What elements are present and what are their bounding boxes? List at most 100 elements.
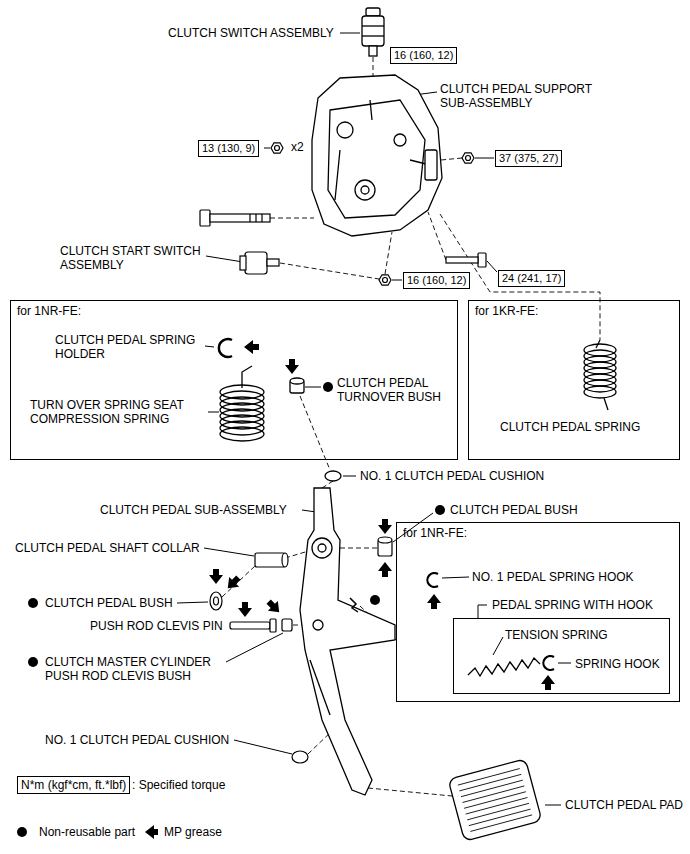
leader-line bbox=[177, 33, 571, 805]
clutch-pedal-figure bbox=[300, 471, 395, 795]
grease-arrow bbox=[285, 359, 299, 374]
non-reusable-mark bbox=[28, 657, 38, 667]
leader-line bbox=[475, 158, 494, 159]
pedal-support-figure bbox=[335, 100, 430, 200]
variant-group-box: for 1KR-FE: bbox=[468, 300, 680, 460]
torque-spec-box: 16 (160, 12) bbox=[403, 272, 470, 289]
grease-arrow bbox=[378, 519, 392, 534]
clutch-switch-figure bbox=[362, 16, 384, 46]
nut-bolt-figure bbox=[379, 275, 391, 285]
leader-line bbox=[177, 602, 208, 603]
pedal-parts-figure bbox=[230, 622, 270, 629]
leader-line bbox=[205, 346, 214, 347]
legend-unit-text: N*m (kgf*cm, ft.*lbf) bbox=[18, 777, 129, 793]
pedal-parts-figure bbox=[270, 619, 276, 632]
grease-arrow bbox=[244, 340, 259, 354]
non-reusable-swatch bbox=[15, 825, 33, 839]
legend-entry: MP grease bbox=[140, 825, 222, 839]
group-heading: for 1NR-FE: bbox=[11, 301, 87, 321]
torque-spec-box: 37 (375, 27) bbox=[495, 150, 562, 167]
non-reusable-mark bbox=[28, 382, 445, 667]
turnover-spring-figure bbox=[220, 427, 264, 441]
pedal-support-figure bbox=[361, 186, 369, 194]
clutch-pedal-figure bbox=[313, 620, 323, 630]
pedal-pad-figure bbox=[448, 759, 542, 842]
pedal-support-figure bbox=[337, 122, 353, 138]
leader-line bbox=[493, 637, 503, 655]
pedal-parts-figure bbox=[292, 751, 308, 763]
part-name: CLUTCH PEDAL SUB-ASSEMBLY bbox=[100, 503, 287, 517]
grease-arrow bbox=[427, 594, 441, 609]
grease-swatch bbox=[140, 825, 158, 839]
grease-arrow bbox=[378, 562, 392, 577]
grease-swatch bbox=[145, 825, 158, 839]
torque-spec-box: 13 (130, 9) bbox=[198, 140, 259, 157]
pedal-support-figure bbox=[312, 75, 442, 236]
legend-caption: : Specified torque bbox=[132, 778, 225, 792]
clutch-switch-figure bbox=[362, 35, 384, 36]
clutch-pedal-figure bbox=[325, 471, 341, 481]
part-name: CLUTCH PEDAL BUSH bbox=[450, 503, 578, 517]
clutch-switch-figure bbox=[362, 8, 384, 56]
assembly-dashed-line bbox=[428, 212, 446, 260]
part-name: NO. 1 CLUTCH PEDAL CUSHION bbox=[360, 469, 544, 483]
nut-bolt-figure bbox=[210, 214, 270, 222]
variant-group-box: for 1NR-FE: PEDAL SPRING WITH HOOK bbox=[396, 522, 680, 702]
clutch-pedal-figure bbox=[310, 660, 330, 715]
non-reusable-mark bbox=[28, 598, 38, 608]
group-heading: for 1KR-FE: bbox=[469, 301, 544, 321]
clutch-pedal-figure bbox=[312, 538, 332, 558]
group-heading: PEDAL SPRING WITH HOOK bbox=[490, 598, 655, 612]
grease-arrow bbox=[541, 675, 555, 690]
turnover-spring-figure bbox=[219, 339, 304, 441]
part-name: CLUTCH PEDAL TURNOVER BUSH bbox=[337, 376, 452, 404]
leader-line bbox=[343, 476, 356, 477]
leader-line bbox=[204, 548, 254, 556]
part-name: CLUTCH PEDAL SUPPORT SUB-ASSEMBLY bbox=[440, 82, 615, 110]
part-name: TURN OVER SPRING SEAT COMPRESSION SPRING bbox=[30, 398, 205, 426]
pedal-parts-figure bbox=[214, 597, 219, 605]
grease-arrow bbox=[209, 569, 223, 584]
nut-bolt-figure bbox=[383, 278, 388, 283]
leader-line bbox=[234, 740, 292, 754]
start-switch-figure bbox=[240, 252, 279, 274]
grease-arrow bbox=[264, 597, 285, 618]
torque-value: 16 (160, 12) bbox=[391, 48, 456, 63]
part-name: NO. 1 CLUTCH PEDAL CUSHION bbox=[45, 733, 229, 747]
assembly-dashed-line bbox=[222, 566, 255, 597]
start-switch-figure bbox=[245, 252, 267, 274]
start-switch-figure bbox=[267, 259, 279, 266]
nut-bolt-figure bbox=[271, 143, 283, 153]
clutch-pedal-figure bbox=[318, 544, 326, 552]
part-name: CLUTCH PEDAL SHAFT COLLAR bbox=[15, 541, 200, 555]
leader-line bbox=[487, 261, 497, 272]
leader-line bbox=[478, 605, 487, 618]
nut-bolt-figure bbox=[200, 143, 486, 285]
pedal-parts-figure bbox=[210, 537, 392, 763]
turnover-spring-figure bbox=[219, 339, 232, 357]
torque-value: 37 (375, 27) bbox=[496, 151, 561, 166]
part-name: PUSH ROD CLEVIS PIN bbox=[90, 619, 223, 633]
part-name: CLUTCH START SWITCH ASSEMBLY bbox=[60, 244, 220, 272]
pedal-parts-figure bbox=[255, 553, 285, 567]
assembly-dashed-line bbox=[385, 232, 392, 274]
leader-line bbox=[226, 633, 283, 662]
pedal-support-figure bbox=[328, 100, 425, 218]
part-name: CLUTCH PEDAL BUSH bbox=[45, 596, 173, 610]
spring-hook-figure bbox=[427, 573, 554, 676]
part-name: CLUTCH PEDAL SPRING bbox=[500, 420, 640, 434]
clutch-pedal-figure bbox=[350, 598, 358, 612]
nut-bolt-figure bbox=[446, 257, 478, 263]
leader-line bbox=[340, 33, 360, 34]
group-heading: for 1NR-FE: bbox=[397, 523, 473, 543]
leader-line bbox=[545, 805, 561, 806]
assembly-dashed-line bbox=[322, 481, 333, 488]
turnover-spring-figure bbox=[220, 421, 264, 435]
non-reusable-mark bbox=[370, 595, 380, 605]
torque-value: 13 (130, 9) bbox=[199, 141, 258, 156]
nut-bolt-figure bbox=[466, 156, 471, 161]
torque-legend-box: N*m (kgf*cm, ft.*lbf) bbox=[17, 776, 130, 794]
pedal-support-figure bbox=[394, 134, 406, 146]
pedal-support-figure bbox=[312, 75, 442, 236]
